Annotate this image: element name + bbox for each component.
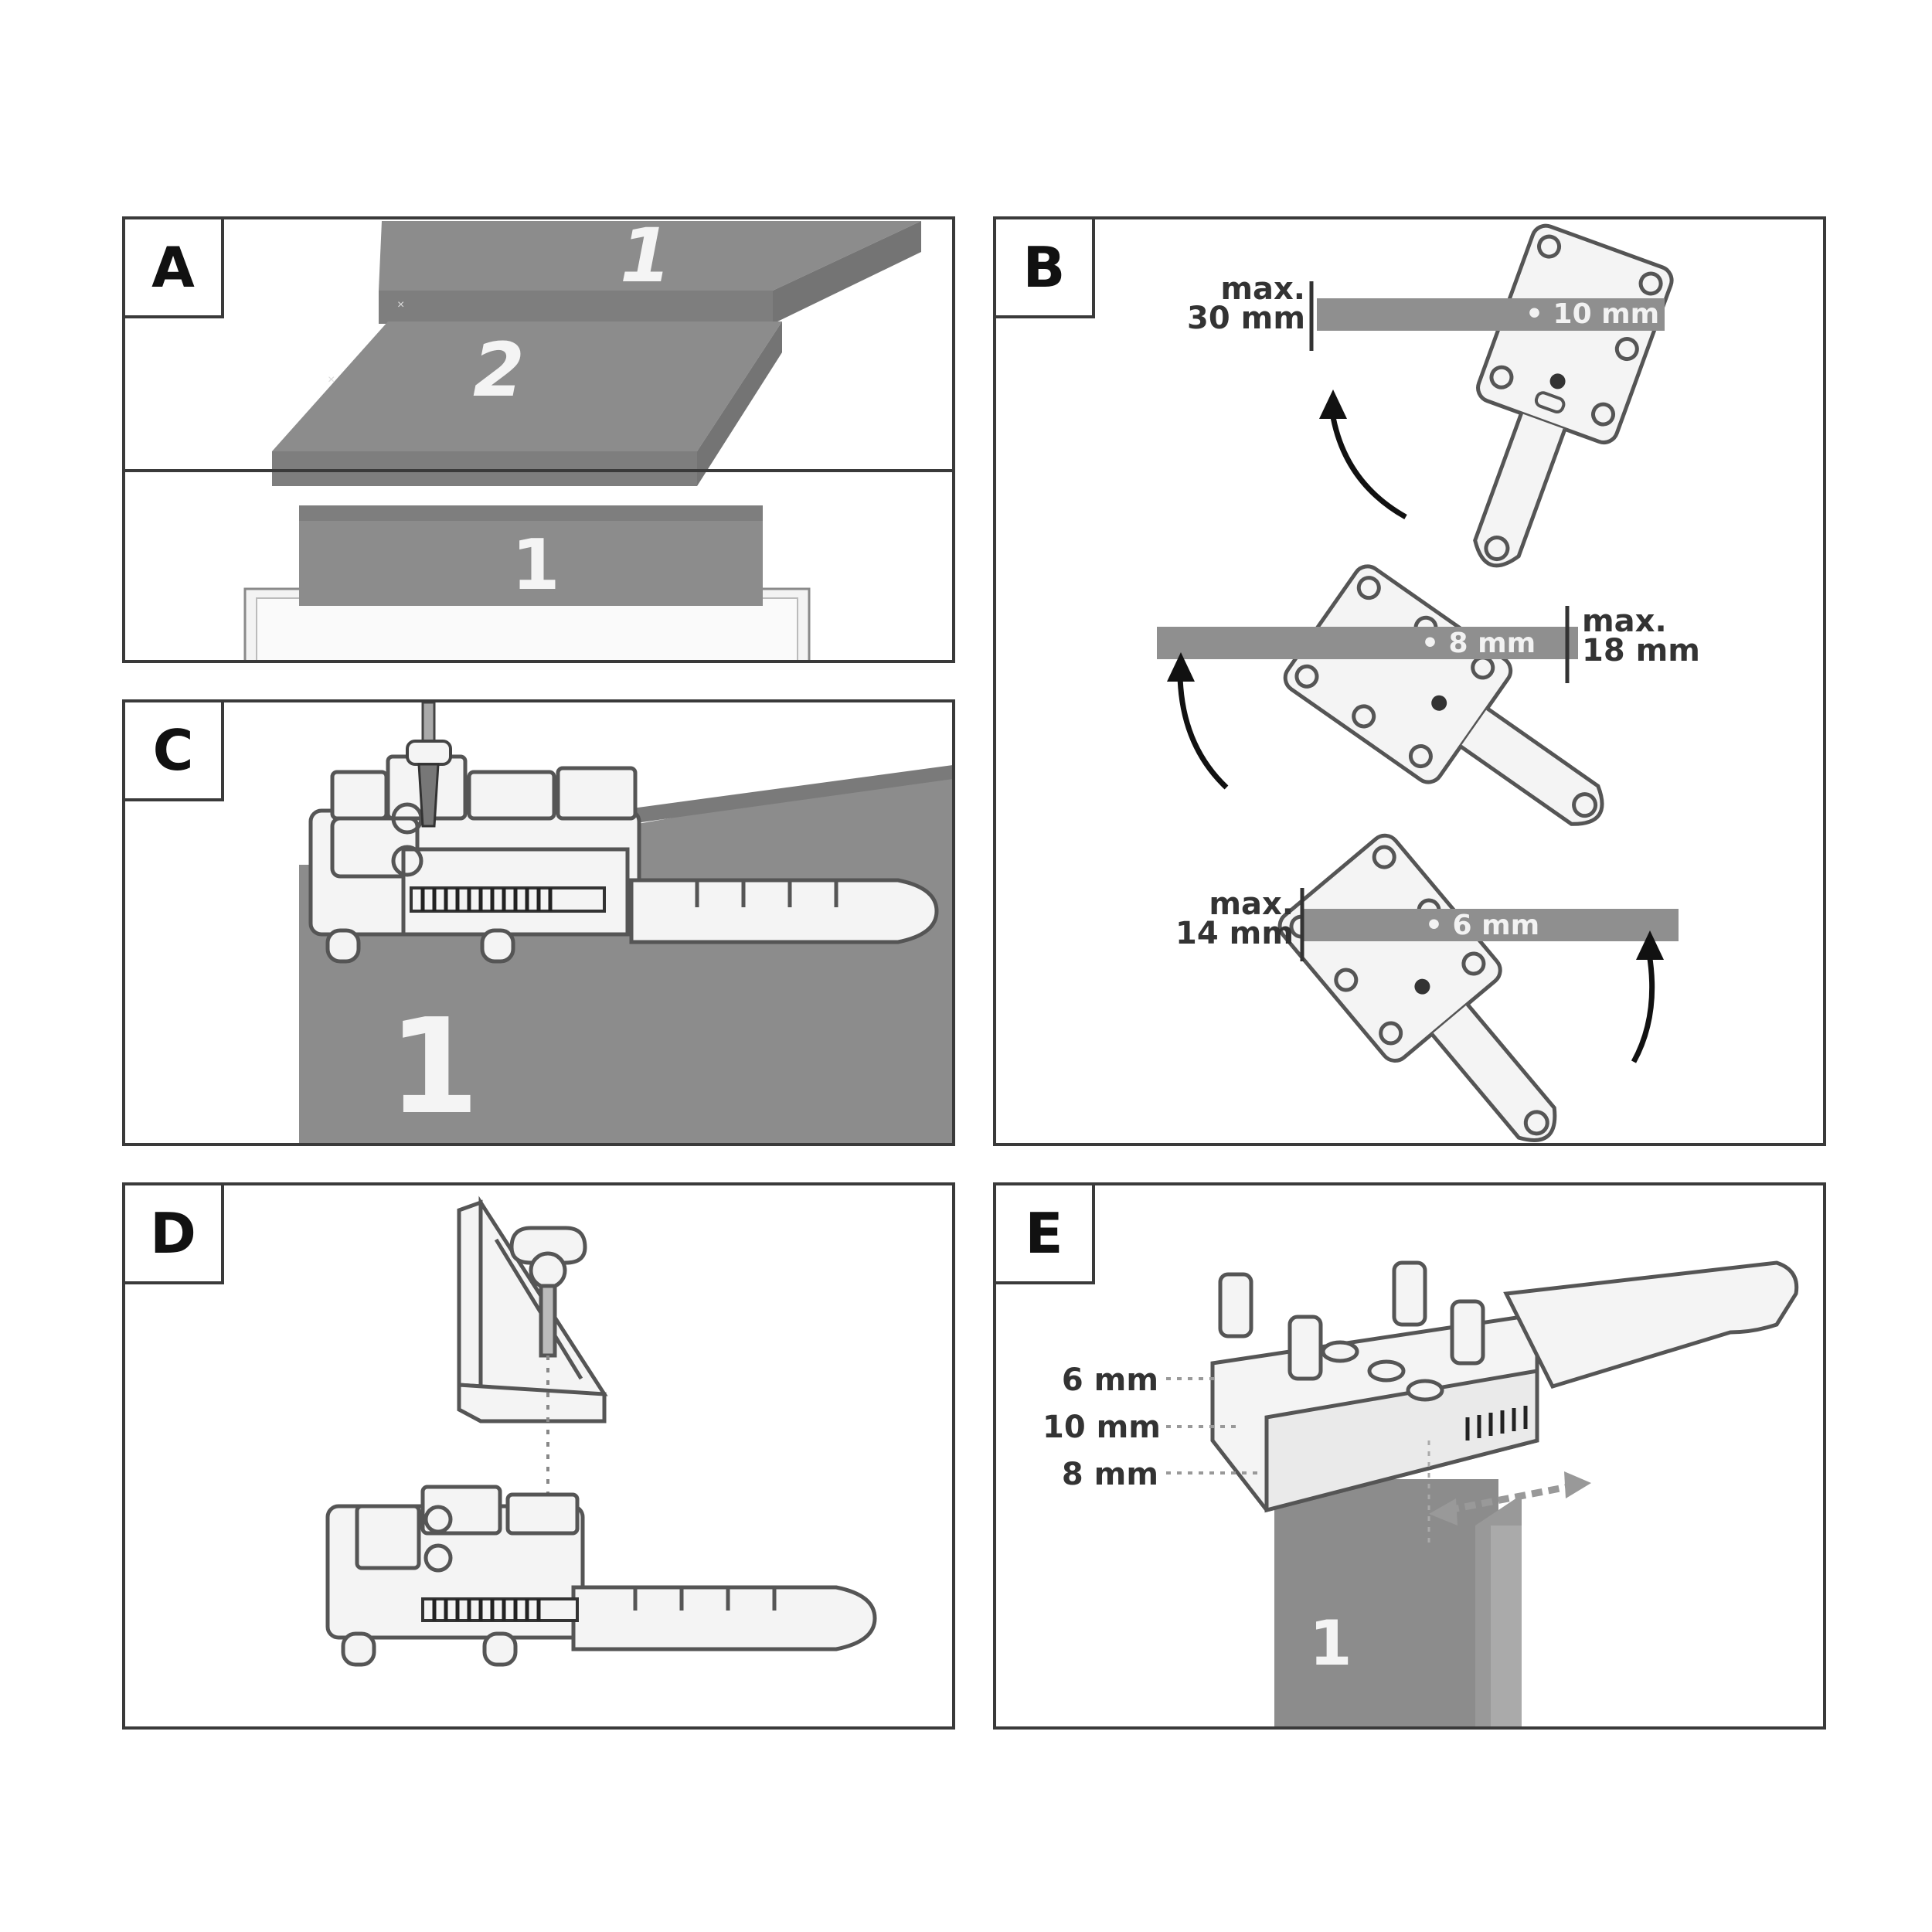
panel-e-illustration: 1 xyxy=(1166,1260,1799,1726)
middle-max-label: max. xyxy=(1582,604,1667,639)
middle-marker-label: • 8 mm xyxy=(1421,628,1536,659)
board-top-bar xyxy=(1317,298,1665,331)
board-2-side-face xyxy=(697,321,782,486)
dowel-jig xyxy=(1210,1260,1799,1513)
size-label-6mm: 6 mm xyxy=(1061,1362,1158,1398)
size-label-8mm: 8 mm xyxy=(1061,1457,1158,1492)
board-edge-front xyxy=(299,521,763,606)
board-1-front-face xyxy=(379,291,773,324)
board-bottom-bar xyxy=(1304,909,1679,941)
board-1 xyxy=(1274,1479,1498,1726)
panel-c-letter: C xyxy=(152,718,194,783)
panel-e-label-box: E xyxy=(996,1185,1095,1284)
top-max-value: 30 mm xyxy=(1187,301,1305,336)
jig-setting-top xyxy=(1473,223,1674,568)
panel-a-letter: A xyxy=(151,235,195,300)
panel-e-letter: E xyxy=(1025,1201,1063,1266)
panel-a-illustration: 1 2 × × 1 xyxy=(125,219,952,660)
wing-screw-icon xyxy=(509,1226,587,1358)
board-edge-number: 1 xyxy=(512,525,560,606)
threaded-rod xyxy=(421,1597,579,1622)
panel-c: C 1 xyxy=(122,699,955,1146)
bottom-max-value: 14 mm xyxy=(1175,916,1294,951)
panel-d-label-box: D xyxy=(125,1185,224,1284)
panel-a: A 1 2 × × 1 xyxy=(122,216,955,663)
rotate-arrow-top xyxy=(1329,412,1407,520)
jig-setting-bottom xyxy=(1277,833,1557,1142)
board-1-top-face xyxy=(379,221,921,291)
adjust-arrow-icon xyxy=(1429,1471,1591,1526)
board-1-number: 1 xyxy=(1309,1607,1352,1679)
panel-b-label-box: B xyxy=(996,219,1095,318)
panel-c-label-box: C xyxy=(125,702,224,801)
board-1-side-face xyxy=(773,221,921,324)
bottom-max-label: max. xyxy=(1209,886,1294,922)
bottom-marker-label: • 6 mm xyxy=(1425,910,1540,941)
board-1-number: 1 xyxy=(388,991,479,1144)
panel-d-illustration xyxy=(325,1196,877,1667)
top-max-label: max. xyxy=(1220,271,1305,307)
panel-a-label-box: A xyxy=(125,219,224,318)
board-edge-top xyxy=(299,505,763,521)
jig-setting-middle xyxy=(1283,564,1604,826)
board-2-top-face xyxy=(272,321,782,451)
drill-bit-icon xyxy=(406,702,452,828)
board-2-mark-icon: × xyxy=(328,373,335,386)
board-middle-bar xyxy=(1157,627,1578,659)
board-2-front-face xyxy=(272,451,697,486)
panel-d: D xyxy=(122,1182,955,1730)
middle-max-value: 18 mm xyxy=(1582,633,1700,668)
size-label-10mm: 10 mm xyxy=(1043,1410,1161,1445)
drill-guide-hole xyxy=(391,845,423,877)
dowel-jig xyxy=(325,1485,877,1667)
board-1-mark-icon: × xyxy=(397,298,404,311)
top-marker-label: • 10 mm xyxy=(1526,298,1660,330)
panel-b-illustration xyxy=(1157,223,1679,1142)
panel-b-letter: B xyxy=(1022,235,1066,300)
rotate-arrow-middle xyxy=(1177,675,1229,790)
board-2-number: 2 xyxy=(473,327,525,413)
rotate-arrow-bottom xyxy=(1631,953,1655,1063)
board-1-number: 1 xyxy=(620,219,672,299)
panel-d-letter: D xyxy=(150,1201,196,1266)
panel-b: B xyxy=(993,216,1826,1146)
threaded-rod xyxy=(410,886,606,913)
panel-e: E 1 xyxy=(993,1182,1826,1730)
panel-c-illustration: 1 xyxy=(299,702,952,1144)
